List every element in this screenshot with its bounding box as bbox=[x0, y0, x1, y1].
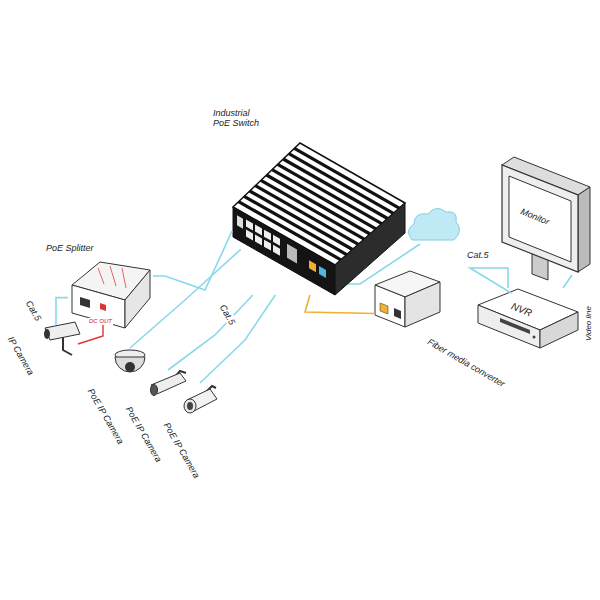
ip-camera bbox=[44, 322, 80, 355]
fiber-converter bbox=[375, 271, 440, 327]
camera-node: PoE IP Camera bbox=[112, 348, 148, 386]
nvr bbox=[478, 289, 578, 348]
switch-ports bbox=[246, 219, 253, 230]
cable bbox=[153, 231, 232, 290]
cable bbox=[168, 295, 253, 370]
switch-ports bbox=[237, 214, 326, 282]
switch-ports bbox=[319, 266, 326, 278]
switch-node: Industrial PoE Switch bbox=[232, 143, 405, 295]
bullet-camera bbox=[184, 386, 217, 413]
switch-ports bbox=[264, 240, 271, 251]
cable bbox=[305, 295, 375, 314]
switch-fins bbox=[289, 154, 394, 214]
poe-splitter bbox=[100, 303, 106, 311]
dome-camera bbox=[115, 350, 145, 372]
converter-node: Fiber media converter bbox=[375, 270, 512, 328]
switch-fins bbox=[294, 148, 399, 208]
port-label: DC OUT bbox=[88, 318, 113, 325]
bullet-camera bbox=[187, 402, 193, 410]
poe-switch bbox=[233, 207, 335, 295]
switch-ports bbox=[264, 230, 271, 241]
device-label: PoE IP Camera bbox=[161, 420, 202, 481]
camera-node: PoE IP Camera bbox=[182, 383, 218, 415]
switch-ports bbox=[309, 260, 316, 272]
camera-node: IP Camera bbox=[38, 325, 83, 357]
bullet-camera bbox=[184, 399, 196, 413]
cable-label: Video line bbox=[584, 305, 593, 342]
device-label: PoE Splitter bbox=[45, 243, 95, 253]
cable bbox=[563, 275, 572, 288]
cable bbox=[130, 249, 241, 348]
nvr bbox=[540, 312, 578, 348]
device-label: IP Camera bbox=[5, 334, 36, 378]
switch-ports bbox=[273, 245, 280, 256]
poe-switch bbox=[233, 143, 405, 295]
monitor bbox=[502, 157, 590, 280]
cable bbox=[470, 268, 512, 293]
poe-splitter bbox=[125, 270, 150, 328]
device-label: Industrial PoE Switch bbox=[212, 108, 270, 129]
cable-label: Cat.5 bbox=[466, 250, 490, 260]
monitor-node: Monitor bbox=[500, 155, 590, 275]
monitor bbox=[509, 176, 571, 262]
dome-camera bbox=[125, 362, 135, 372]
switch-ports bbox=[255, 235, 262, 246]
poe-splitter bbox=[72, 262, 150, 328]
fiber-converter bbox=[380, 303, 388, 314]
device-label: Monitor bbox=[518, 206, 552, 228]
ip-camera bbox=[44, 329, 50, 339]
bullet-camera bbox=[151, 371, 187, 396]
switch-ports bbox=[255, 225, 262, 236]
cable-label: Cat.5 bbox=[217, 302, 238, 328]
switch-fins bbox=[278, 164, 382, 223]
fiber-converter bbox=[405, 282, 440, 327]
poe-splitter bbox=[80, 297, 90, 308]
poe-splitter bbox=[72, 285, 125, 328]
device-label: PoE IP Camera bbox=[85, 386, 126, 447]
fiber-converter bbox=[394, 308, 401, 319]
cloud bbox=[408, 208, 459, 240]
monitor bbox=[578, 187, 590, 272]
cloud bbox=[408, 208, 459, 240]
poe-splitter bbox=[98, 266, 126, 288]
monitor bbox=[502, 165, 578, 272]
cable bbox=[56, 298, 68, 325]
switch-ports bbox=[237, 215, 243, 228]
dome-camera bbox=[115, 357, 145, 372]
cable bbox=[200, 295, 275, 383]
fiber-converter bbox=[375, 285, 405, 327]
nvr bbox=[533, 336, 536, 339]
nvr bbox=[500, 318, 530, 334]
device-label: PoE IP Camera bbox=[123, 404, 164, 465]
cable-label: Cat.5 bbox=[23, 298, 44, 324]
nvr-node: NVR bbox=[478, 288, 578, 348]
switch-ports bbox=[287, 244, 297, 264]
switch-ports bbox=[246, 229, 253, 240]
bullet-camera bbox=[151, 385, 158, 396]
switch-fins bbox=[272, 170, 376, 229]
device-label: Fiber media converter bbox=[425, 336, 508, 390]
device-label: NVR bbox=[509, 300, 535, 319]
switch-fins bbox=[283, 159, 387, 219]
switch-ports bbox=[273, 235, 280, 246]
ip-camera bbox=[63, 337, 72, 355]
camera-node: PoE IP Camera bbox=[148, 370, 188, 400]
